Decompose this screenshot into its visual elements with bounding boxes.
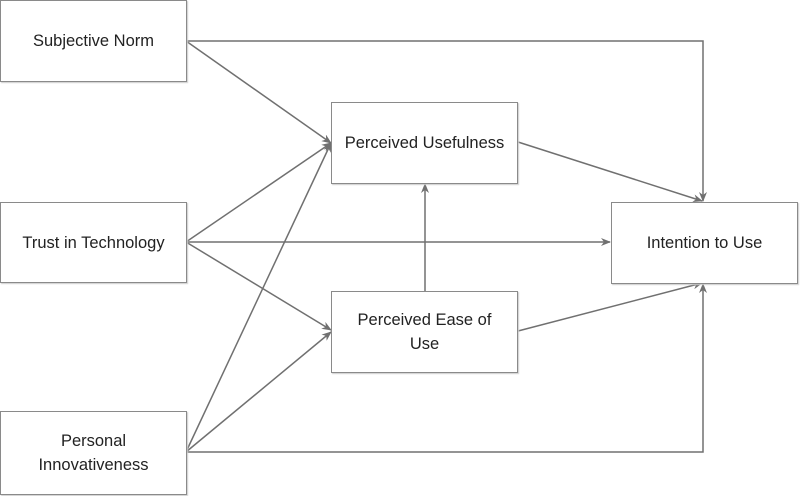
node-subjective-norm: Subjective Norm: [0, 0, 187, 82]
arrow-tt-to-peou: [185, 241, 332, 331]
node-trust-in-technology: Trust in Technology: [0, 202, 187, 283]
arrow-tt-to-pu: [185, 142, 332, 243]
arrow-pi-to-pu: [185, 142, 332, 453]
node-label: Perceived Ease of Use: [357, 311, 492, 353]
node-intention-to-use: Intention to Use: [611, 202, 798, 284]
node-label: Trust in Technology: [22, 233, 165, 252]
arrow-peou-to-iu: [517, 281, 703, 332]
arrow-pi-to-iu: [186, 283, 707, 453]
node-label: Perceived Usefulness: [344, 134, 505, 152]
node-label: Personal Innovativeness: [38, 432, 149, 474]
arrow-pu-to-iu: [517, 141, 703, 203]
node-personal-innovativeness: Personal Innovativeness: [0, 411, 187, 495]
node-perceived-usefulness: Perceived Usefulness: [331, 102, 518, 184]
arrow-sn-to-pu: [185, 40, 332, 144]
node-label: Intention to Use: [646, 234, 763, 252]
arrow-sn-to-iu: [186, 40, 707, 202]
node-perceived-ease-of-use: Perceived Ease of Use: [331, 291, 518, 373]
arrow-pi-to-peou: [185, 331, 332, 453]
node-label: Subjective Norm: [32, 32, 155, 50]
